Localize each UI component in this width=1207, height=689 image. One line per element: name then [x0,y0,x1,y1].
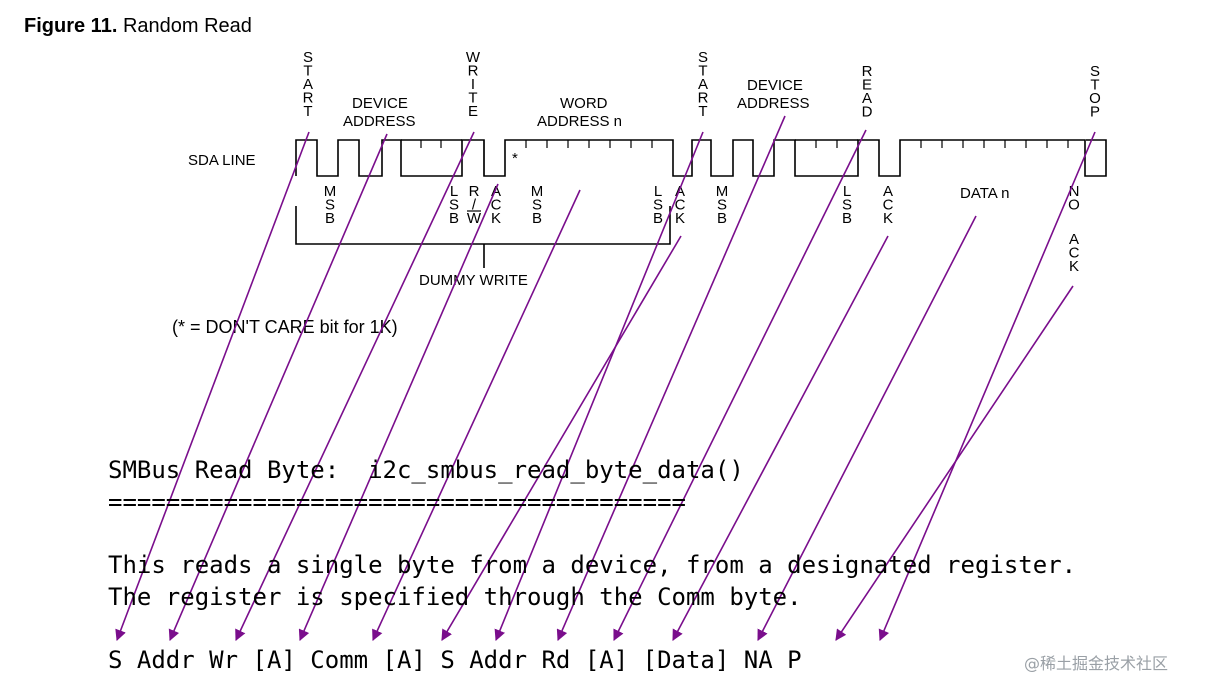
word-address-label-line1: WORD [560,95,608,112]
arrow-ack-to-a [298,183,499,642]
dont-care-mark: * [512,150,518,167]
rw-label: R/W [467,183,482,227]
arrow-write-to-wr [235,131,475,642]
arrow-start2-to-s [494,131,704,642]
device-address-label-2-line1: DEVICE [747,77,803,94]
smbus-heading: SMBus Read Byte: i2c_smbus_read_byte_dat… [108,456,744,484]
sda-waveform [295,139,1107,177]
device-address-label-1-line1: DEVICE [352,95,408,112]
arrow-start-to-s [115,131,310,642]
figure-number: Figure 11. [24,15,118,37]
mapping-arrows [115,115,1096,642]
sda-line-label: SDA LINE [188,152,256,169]
figure-name: Random Read [122,15,252,37]
arrow-word-address-to-comm [372,189,581,642]
figure-title: Figure 11. Random Read [24,15,252,38]
device-address-label-2-line2: ADDRESS [737,95,810,112]
watermark: @稀土掘金技术社区 [1024,654,1169,673]
arrow-ack2-to-a [441,235,682,641]
arrow-ack3-to-a [672,235,889,641]
rw-label-text: R/W [467,183,482,227]
dummy-write-bracket [295,206,671,268]
word-address-label-line2: ADDRESS n [537,113,622,130]
smbus-description-line1: This reads a single byte from a device, … [108,551,1077,579]
arrow-read-to-rd [613,129,867,642]
dummy-write-label: DUMMY WRITE [419,272,528,289]
data-n-label: DATA n [960,185,1009,202]
smbus-description-line2: The register is specified through the Co… [108,583,802,611]
device-address-label-1-line2: ADDRESS [343,113,416,130]
arrow-device-address-to-addr [168,133,388,642]
smbus-protocol-sequence: S Addr Wr [A] Comm [A] S Addr Rd [A] [Da… [108,646,802,674]
bit-ticks [420,140,1069,148]
arrow-stop-to-p [878,131,1096,642]
arrow-device-address2-to-addr [556,115,786,642]
dont-care-note: (* = DON'T CARE bit for 1K) [172,317,398,337]
smbus-underline: ======================================== [108,488,686,516]
arrow-data-to-data [757,215,977,641]
